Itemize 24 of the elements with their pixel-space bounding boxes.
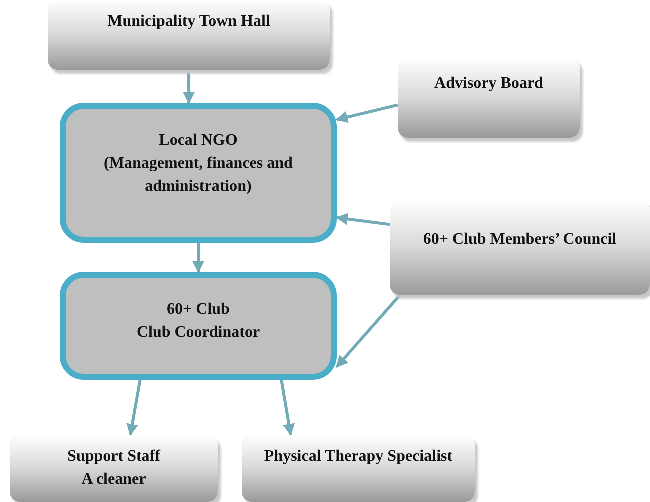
node-title: Physical Therapy Specialist xyxy=(264,447,453,467)
node-title: Local NGO xyxy=(159,131,238,151)
org-unit-box xyxy=(398,58,580,138)
org-unit-box xyxy=(10,435,218,502)
arrow xyxy=(336,213,390,226)
org-box xyxy=(60,103,337,243)
arrow xyxy=(183,70,196,104)
node-title: 60+ Club Members’ Council xyxy=(423,230,617,250)
node-title: Municipality Town Hall xyxy=(108,12,270,32)
node-title: 60+ Club xyxy=(167,300,230,320)
node-title: Support Staff xyxy=(68,447,160,467)
org-unit-box xyxy=(390,200,650,295)
org-unit-box xyxy=(48,0,330,70)
arrow xyxy=(336,104,398,124)
arrow xyxy=(126,380,142,436)
node-subtitle: (Management, finances and administration) xyxy=(103,154,294,198)
org-box xyxy=(60,272,337,380)
org-unit-box xyxy=(242,435,475,502)
node-subtitle: A cleaner xyxy=(82,470,146,490)
arrow xyxy=(336,294,402,368)
arrow xyxy=(280,380,296,436)
node-subtitle: Club Coordinator xyxy=(136,323,260,344)
arrow xyxy=(192,243,204,274)
node-title: Advisory Board xyxy=(434,74,544,94)
